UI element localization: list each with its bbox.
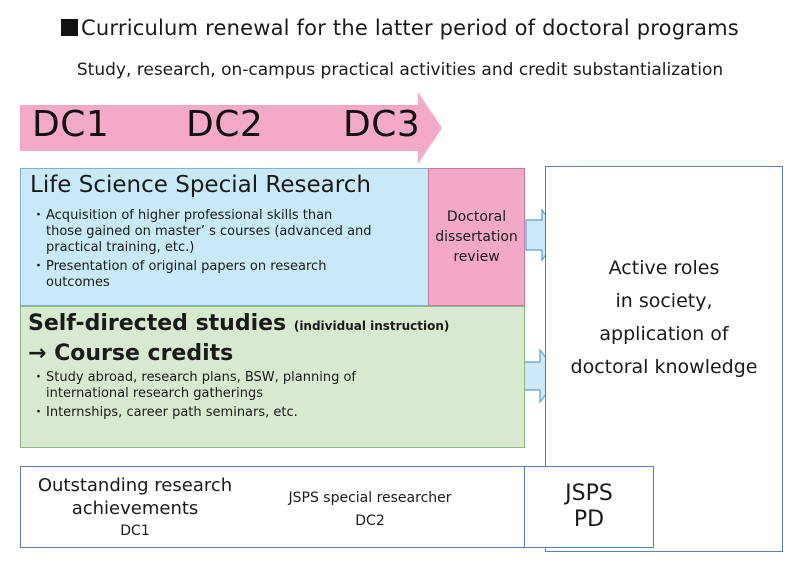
active-roles-line1: Active roles: [608, 257, 720, 279]
bullet-item: Study abroad, research plans, BSW, plann…: [32, 370, 382, 402]
self-directed-title-line2: → Course credits: [28, 341, 234, 366]
outstanding-research-box: [20, 466, 526, 548]
jsps-pd-box: [524, 466, 654, 548]
self-directed-title-line1: Self-directed studies: [28, 311, 287, 336]
title-text: Curriculum renewal for the latter period…: [81, 16, 739, 40]
diagram-title: Curriculum renewal for the latter period…: [0, 16, 800, 40]
jsps-pd-text: JSPS PD: [524, 481, 654, 533]
bullet-item: Acquisition of higher professional skill…: [32, 208, 372, 256]
jsps-researcher-label: JSPS special researcher: [288, 490, 452, 506]
life-science-bullets: Acquisition of higher professional skill…: [32, 208, 372, 294]
review-label: Doctoral dissertation review: [435, 209, 518, 265]
bullet-item: Internships, career path seminars, etc.: [32, 405, 382, 421]
stage-dc1: DC1: [32, 104, 110, 145]
active-roles-text: Active roles in society, application of …: [545, 252, 783, 384]
diagram-subtitle: Study, research, on-campus practical act…: [76, 60, 724, 80]
life-science-title: Life Science Special Research: [30, 172, 371, 198]
stage-dc2: DC2: [186, 104, 264, 145]
outstanding-stage: DC1: [120, 523, 150, 539]
active-roles-line2: in society,: [615, 290, 713, 312]
outstanding-title-line2: achievements: [71, 498, 199, 519]
timeline-arrow: [20, 92, 442, 164]
outstanding-title-line1: Outstanding research: [37, 475, 233, 496]
jsps-pd-line2: PD: [573, 507, 605, 532]
jsps-researcher-stage: DC2: [355, 513, 385, 529]
self-directed-title: Self-directed studies (individual instru…: [28, 310, 449, 367]
square-bullet-icon: [61, 19, 79, 36]
stage-dc3: DC3: [343, 104, 421, 145]
jsps-pd-line1: JSPS: [565, 481, 613, 506]
outstanding-title: Outstanding research achievements: [24, 474, 246, 520]
self-directed-bullets: Study abroad, research plans, BSW, plann…: [32, 370, 382, 424]
bullet-item: Presentation of original papers on resea…: [32, 259, 372, 291]
self-directed-note: (individual instruction): [293, 319, 450, 333]
active-roles-line3: application of: [599, 323, 729, 345]
active-roles-line4: doctoral knowledge: [570, 356, 758, 378]
dissertation-review-box: Doctoral dissertation review: [428, 168, 525, 306]
